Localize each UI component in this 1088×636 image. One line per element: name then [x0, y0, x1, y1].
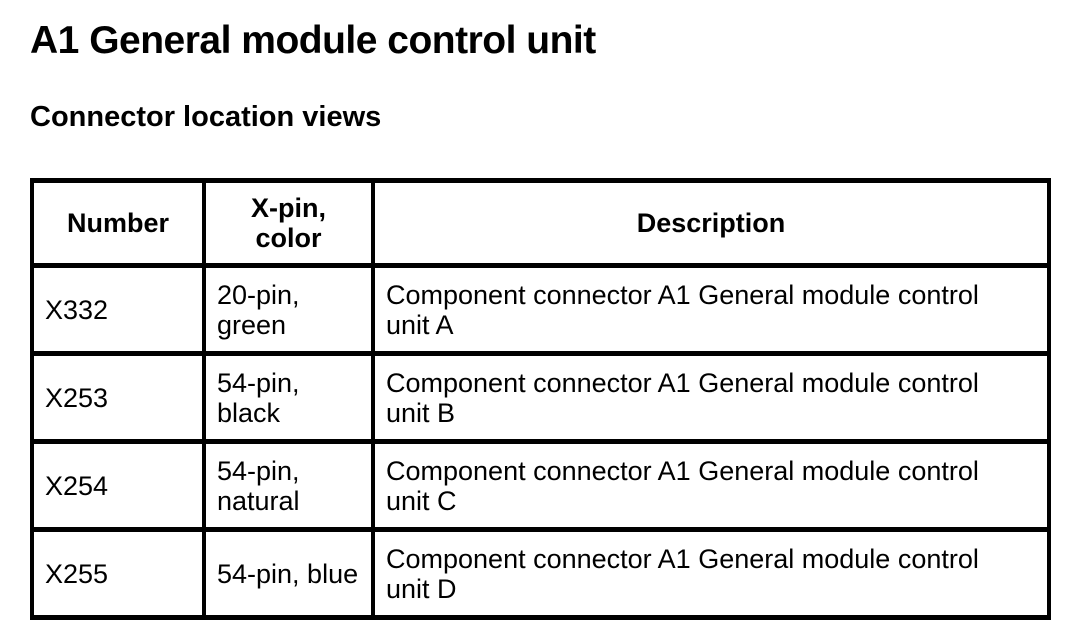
- table-header-row: Number X-pin, color Description: [30, 178, 1051, 268]
- column-header-description: Description: [371, 178, 1051, 268]
- section-heading-connector-location-views: Connector location views: [30, 101, 382, 133]
- cell-connector-number: X332: [30, 263, 206, 356]
- cell-connector-number: X254: [30, 439, 206, 532]
- table-row: X332 20-pin, green Component connector A…: [30, 263, 1051, 356]
- cell-pin-color: 54-pin, blue: [202, 527, 375, 620]
- table-row: X254 54-pin, natural Component connector…: [30, 439, 1051, 532]
- cell-connector-number: X255: [30, 527, 206, 620]
- cell-description: Component connector A1 General module co…: [371, 263, 1051, 356]
- cell-pin-color: 20-pin, green: [202, 263, 375, 356]
- page-title: A1 General module control unit: [30, 19, 596, 62]
- cell-description: Component connector A1 General module co…: [371, 527, 1051, 620]
- table-row: X253 54-pin, black Component connector A…: [30, 351, 1051, 444]
- column-header-pin-color: X-pin, color: [202, 178, 375, 268]
- document-content: A1 General module control unit Connector…: [30, 19, 1051, 620]
- table-row: X255 54-pin, blue Component connector A1…: [30, 527, 1051, 620]
- connector-table: Number X-pin, color Description X332 20-…: [30, 178, 1051, 620]
- cell-connector-number: X253: [30, 351, 206, 444]
- cell-pin-color: 54-pin, black: [202, 351, 375, 444]
- cell-description: Component connector A1 General module co…: [371, 439, 1051, 532]
- column-header-number: Number: [30, 178, 206, 268]
- cell-description: Component connector A1 General module co…: [371, 351, 1051, 444]
- cell-pin-color: 54-pin, natural: [202, 439, 375, 532]
